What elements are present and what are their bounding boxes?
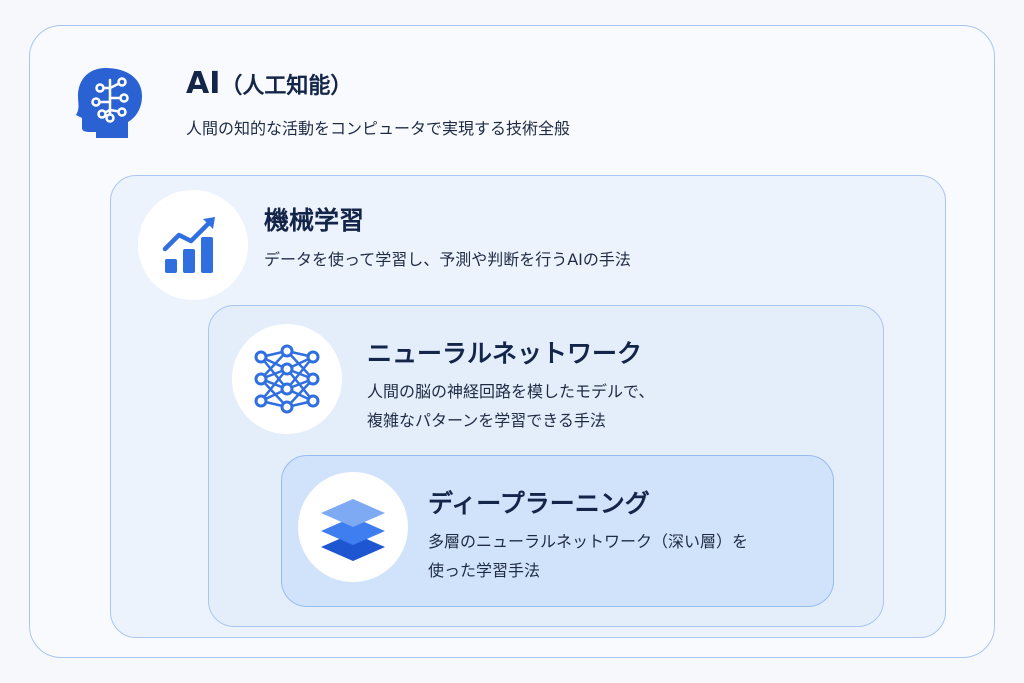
- deep-learning-description-line-2: 使った学習手法: [428, 561, 541, 580]
- layers-icon: [298, 472, 408, 582]
- neural-network-title: ニューラルネットワーク: [367, 339, 643, 368]
- ai-description: 人間の知的な活動をコンピュータで実現する技術全般: [186, 119, 571, 138]
- ai-title: AI（人工知能）: [186, 66, 353, 101]
- neural-network-description: 人間の脳の神経回路を模したモデルで、 複雑なパターンを学習できる手法: [367, 377, 654, 435]
- brain-head-icon: [66, 58, 152, 144]
- machine-learning-description: データを使って学習し、予測や判断を行うAIの手法: [264, 250, 631, 269]
- neural-network-description-line-1: 人間の脳の神経回路を模したモデルで、: [367, 382, 655, 401]
- deep-learning-description: 多層のニューラルネットワーク（深い層）を 使った学習手法: [428, 527, 748, 585]
- deep-learning-title: ディープラーニング: [428, 489, 650, 518]
- network-icon: [232, 324, 342, 434]
- deep-learning-description-line-1: 多層のニューラルネットワーク（深い層）を: [428, 532, 749, 551]
- neural-network-description-line-2: 複雑なパターンを学習できる手法: [367, 411, 606, 430]
- ai-title-sub: （人工知能）: [220, 74, 353, 99]
- growth-chart-icon: [138, 190, 248, 300]
- machine-learning-title: 機械学習: [264, 206, 365, 235]
